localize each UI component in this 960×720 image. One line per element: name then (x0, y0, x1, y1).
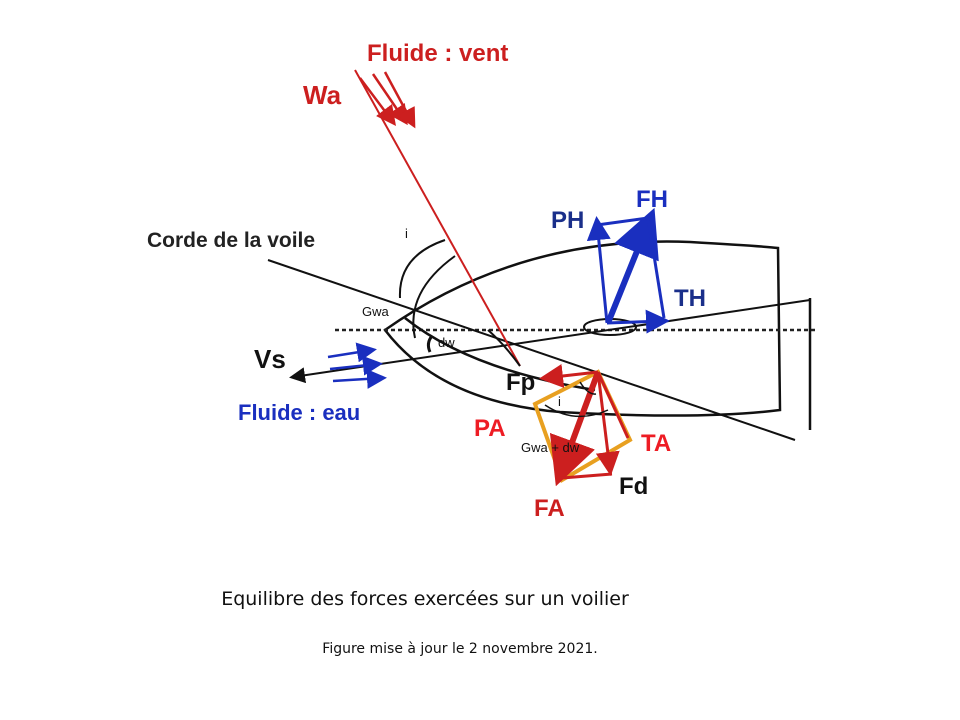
label-ph: PH (551, 207, 584, 234)
fh-vector (605, 207, 659, 325)
wind-arrows (359, 71, 416, 129)
fh-frame-top (596, 216, 649, 227)
label-ta: TA (641, 430, 671, 457)
sail-chord-line (267, 259, 796, 441)
figure-caption: Equilibre des forces exercées sur un voi… (221, 588, 629, 610)
hull-outline (383, 240, 812, 430)
angle-dw-arc (426, 335, 434, 353)
apparent-wind-line (354, 69, 521, 367)
angle-i-arc (398, 239, 446, 299)
label-fh: FH (636, 186, 668, 213)
angle-gwa-arc (412, 255, 456, 339)
update-note: Figure mise à jour le 2 novembre 2021. (322, 641, 598, 657)
fp-vector (539, 364, 599, 388)
fd-frame (561, 472, 613, 480)
label-fp: Fp (506, 369, 535, 396)
th-vector (606, 309, 670, 334)
angle-i2-arc (579, 381, 597, 395)
water-arrows (327, 342, 387, 389)
label-pa: PA (474, 415, 506, 442)
label-fluide-vent: Fluide : vent (367, 40, 508, 67)
label-angle-i: i (405, 226, 408, 241)
label-fd: Fd (619, 473, 648, 500)
aero-forces (532, 364, 633, 487)
label-dw: dw (438, 335, 455, 350)
label-wa: Wa (303, 80, 342, 110)
fa-vector (549, 370, 601, 487)
label-angle-i2: i (558, 394, 561, 409)
angle-gwa-dw-arc (544, 404, 609, 418)
label-gwa-dw: Gwa + dw (521, 440, 580, 455)
label-th: TH (674, 285, 706, 312)
label-gwa: Gwa (362, 304, 390, 319)
wind-junction (487, 329, 521, 367)
label-vs: Vs (254, 344, 286, 374)
label-corde: Corde de la voile (147, 229, 315, 252)
fh-frame-right (646, 217, 666, 319)
label-fluide-eau: Fluide : eau (238, 400, 360, 425)
hydro-forces (583, 207, 670, 336)
label-fa: FA (534, 495, 565, 522)
ph-vector (586, 216, 611, 324)
sail-curve (404, 317, 596, 392)
fd-vector (595, 371, 620, 476)
ta-vector (596, 371, 630, 439)
